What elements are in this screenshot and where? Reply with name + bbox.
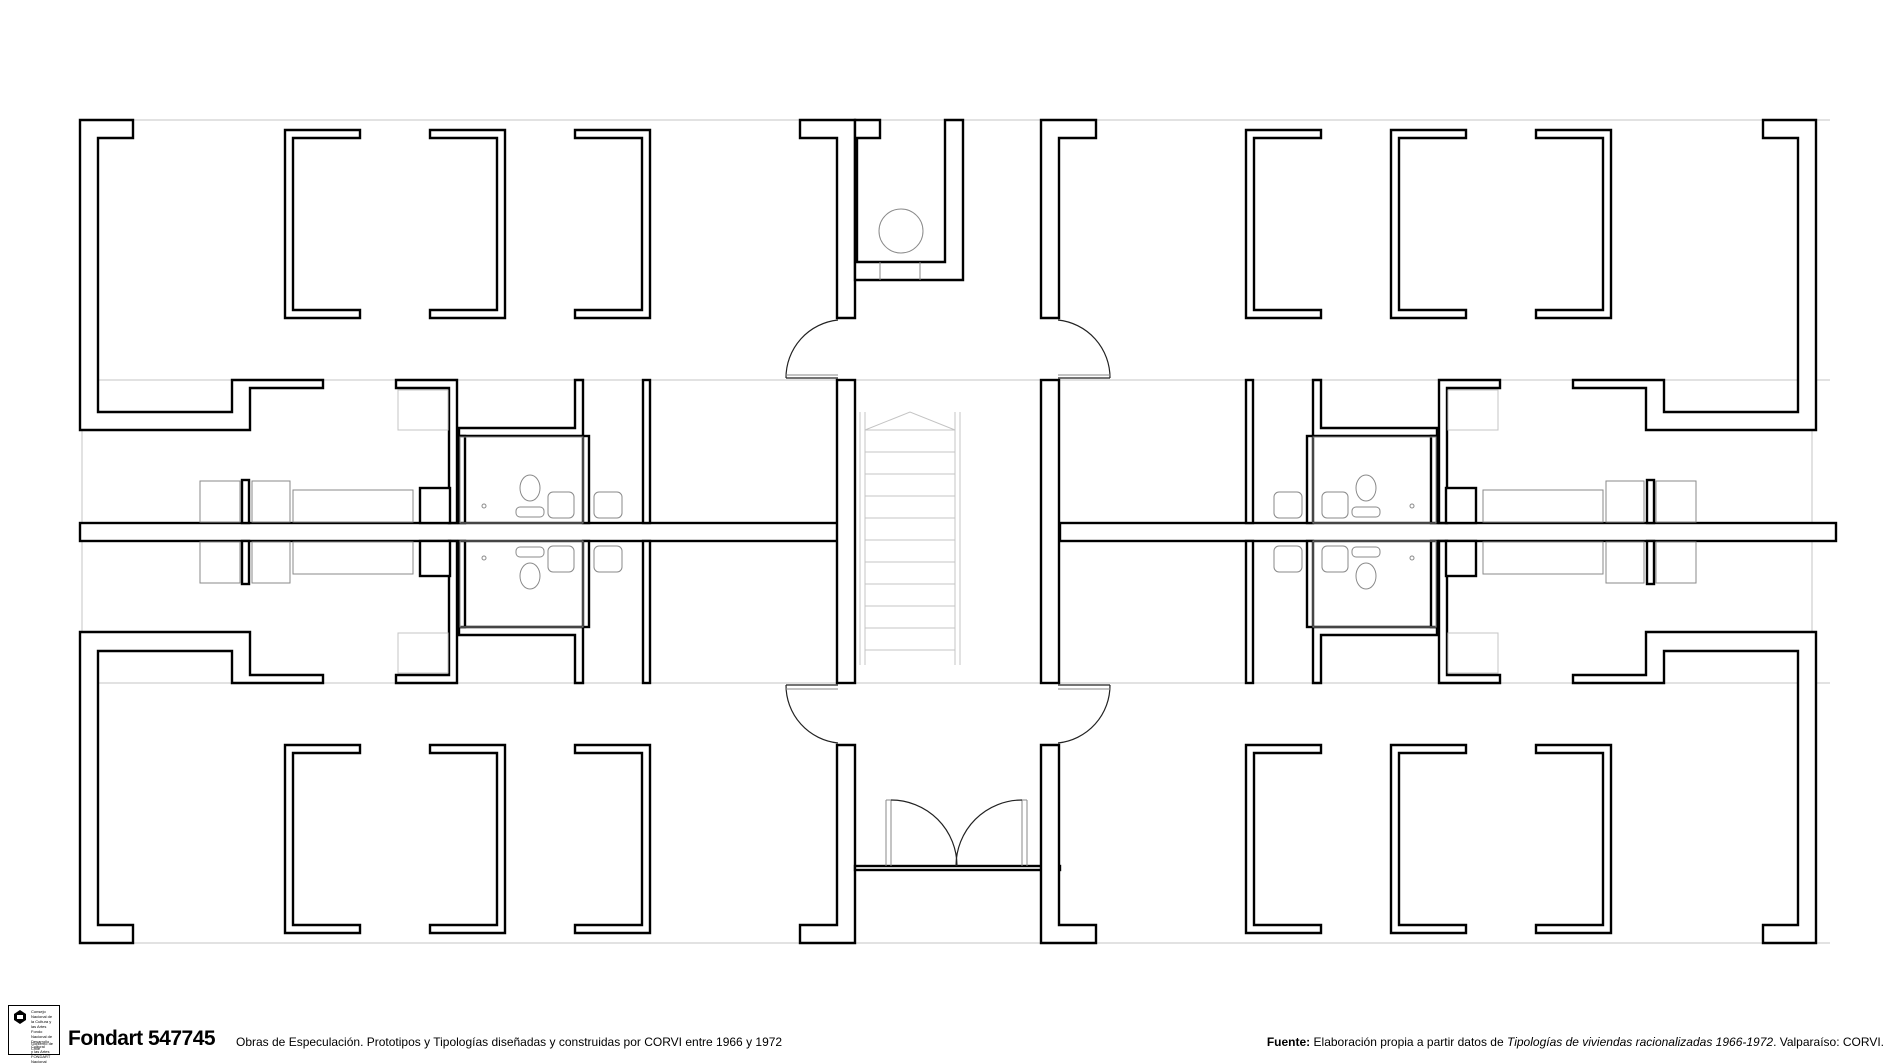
stair-treads xyxy=(859,411,961,665)
logo-line: Consejo xyxy=(31,1009,46,1014)
fondart-brand: Fondart 547745 xyxy=(68,1027,216,1050)
source-credit: Fuente: Elaboración propia a partir dato… xyxy=(1267,1035,1884,1049)
stair-core xyxy=(785,118,1062,872)
central-walls xyxy=(78,521,1838,543)
logo-government: Gobierno de Chile xyxy=(31,1041,54,1051)
crest-icon xyxy=(14,1010,26,1024)
logo-line: las Artes xyxy=(31,1024,47,1029)
logo-line: y las Artes xyxy=(31,1049,50,1054)
logo-line: la Cultura y xyxy=(31,1019,52,1024)
institution-logo: Consejo Nacional de la Cultura y las Art… xyxy=(8,1005,60,1064)
logo-line: Nacional de xyxy=(31,1014,53,1019)
left-block xyxy=(78,118,857,945)
source-label: Fuente: xyxy=(1266,1035,1311,1049)
right-block xyxy=(1039,118,1818,945)
logo-line: Desarrollo Cultural xyxy=(31,1039,50,1049)
logo-line: FONDART Nacional xyxy=(31,1054,51,1064)
footer: Consejo Nacional de la Cultura y las Art… xyxy=(0,1000,1890,1064)
source-text: Elaboración propia a partir datos de xyxy=(1310,1035,1507,1049)
source-book: Tipologías de viviendas racionalizadas 1… xyxy=(1506,1035,1774,1049)
source-suffix: . Valparaíso: CORVI. xyxy=(1773,1035,1884,1049)
project-title: Obras de Especulación. Prototipos y Tipo… xyxy=(236,1035,783,1049)
logo-line: Fondo Nacional de xyxy=(31,1029,53,1039)
logo-institution-text: Consejo Nacional de la Cultura y las Art… xyxy=(31,1009,59,1064)
